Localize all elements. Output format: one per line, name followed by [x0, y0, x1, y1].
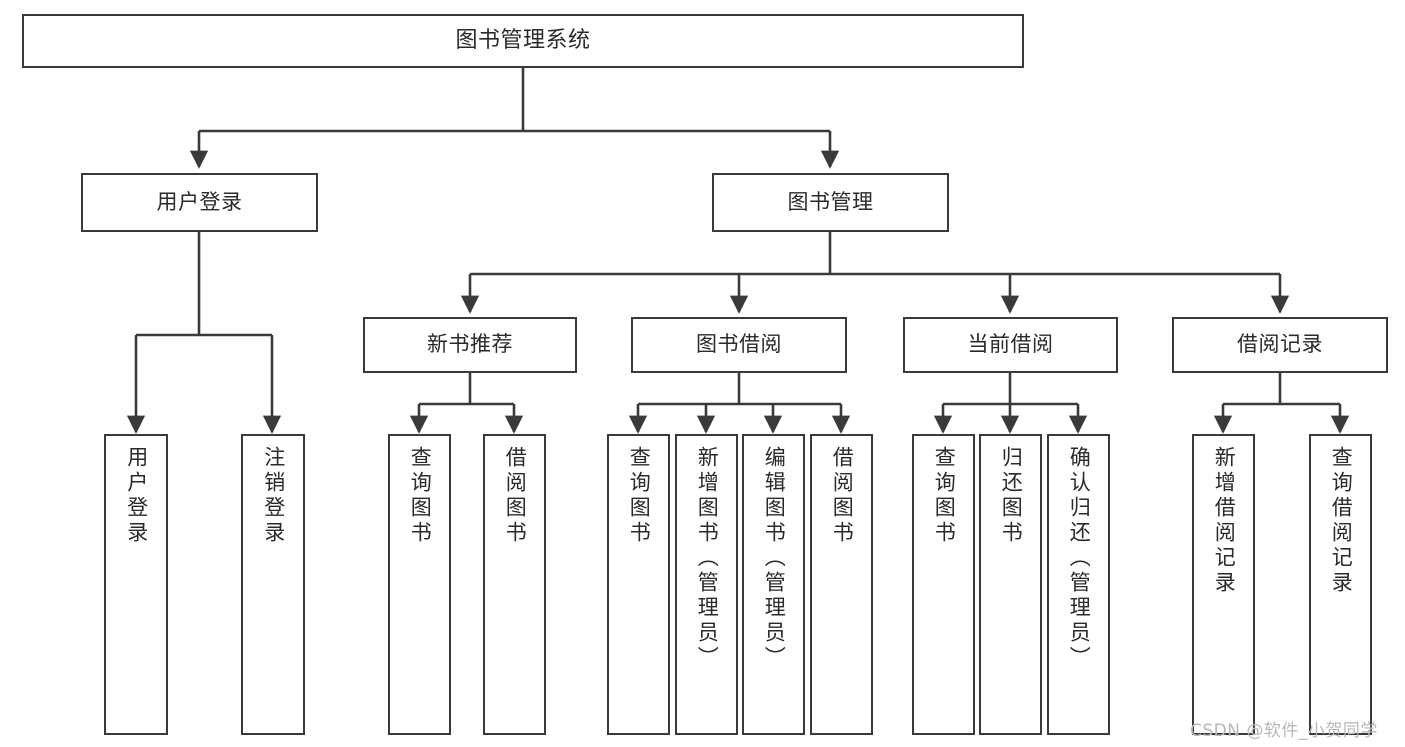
node-label: 图书借阅	[696, 332, 782, 357]
node-label: 查询图书	[627, 446, 652, 546]
node-label: 借阅记录	[1237, 332, 1323, 357]
node-leaf-confirm-return-admin[interactable]: 确认归还（管理员）	[1047, 434, 1110, 735]
node-label: 新增借阅记录	[1212, 446, 1237, 596]
node-label: 确认归还（管理员）	[1067, 446, 1092, 671]
node-leaf-return-book[interactable]: 归还图书	[979, 434, 1042, 735]
node-label: 归还图书	[999, 446, 1024, 546]
node-label: 新书推荐	[427, 332, 513, 357]
node-book-management[interactable]: 图书管理	[712, 173, 949, 232]
node-label: 查询借阅记录	[1329, 446, 1354, 596]
node-label: 图书管理系统	[455, 27, 591, 53]
node-label: 图书管理	[787, 189, 874, 214]
node-leaf-logout-login[interactable]: 注销登录	[241, 434, 305, 735]
node-leaf-query-borrow-record[interactable]: 查询借阅记录	[1309, 434, 1372, 735]
node-label: 注销登录	[261, 446, 286, 546]
node-leaf-query-book-current[interactable]: 查询图书	[912, 434, 975, 735]
node-current-borrow[interactable]: 当前借阅	[903, 317, 1118, 373]
node-leaf-borrow-book[interactable]: 借阅图书	[810, 434, 873, 735]
node-label: 新增图书（管理员）	[695, 446, 720, 671]
node-label: 借阅图书	[830, 446, 855, 546]
node-leaf-add-book-admin[interactable]: 新增图书（管理员）	[675, 434, 738, 735]
node-book-borrow[interactable]: 图书借阅	[631, 317, 847, 373]
node-leaf-edit-book-admin[interactable]: 编辑图书（管理员）	[742, 434, 805, 735]
node-leaf-user-login[interactable]: 用户登录	[104, 434, 168, 735]
node-user-login[interactable]: 用户登录	[81, 173, 318, 232]
node-leaf-add-borrow-record[interactable]: 新增借阅记录	[1192, 434, 1255, 735]
node-label: 用户登录	[124, 446, 149, 546]
node-leaf-query-book-borrow[interactable]: 查询图书	[607, 434, 670, 735]
node-label: 查询图书	[408, 446, 433, 546]
node-label: 用户登录	[156, 189, 243, 214]
node-label: 编辑图书（管理员）	[762, 446, 787, 671]
node-root-book-management-system[interactable]: 图书管理系统	[22, 14, 1024, 68]
node-new-book-recommend[interactable]: 新书推荐	[363, 317, 577, 373]
node-borrow-record[interactable]: 借阅记录	[1172, 317, 1388, 373]
node-label: 借阅图书	[503, 446, 528, 546]
watermark: CSDN @软件_小贺同学	[1190, 721, 1378, 741]
node-label: 查询图书	[932, 446, 957, 546]
node-label: 当前借阅	[967, 332, 1054, 357]
node-leaf-query-book-recommend[interactable]: 查询图书	[388, 434, 451, 735]
node-leaf-borrow-book-recommend[interactable]: 借阅图书	[483, 434, 546, 735]
